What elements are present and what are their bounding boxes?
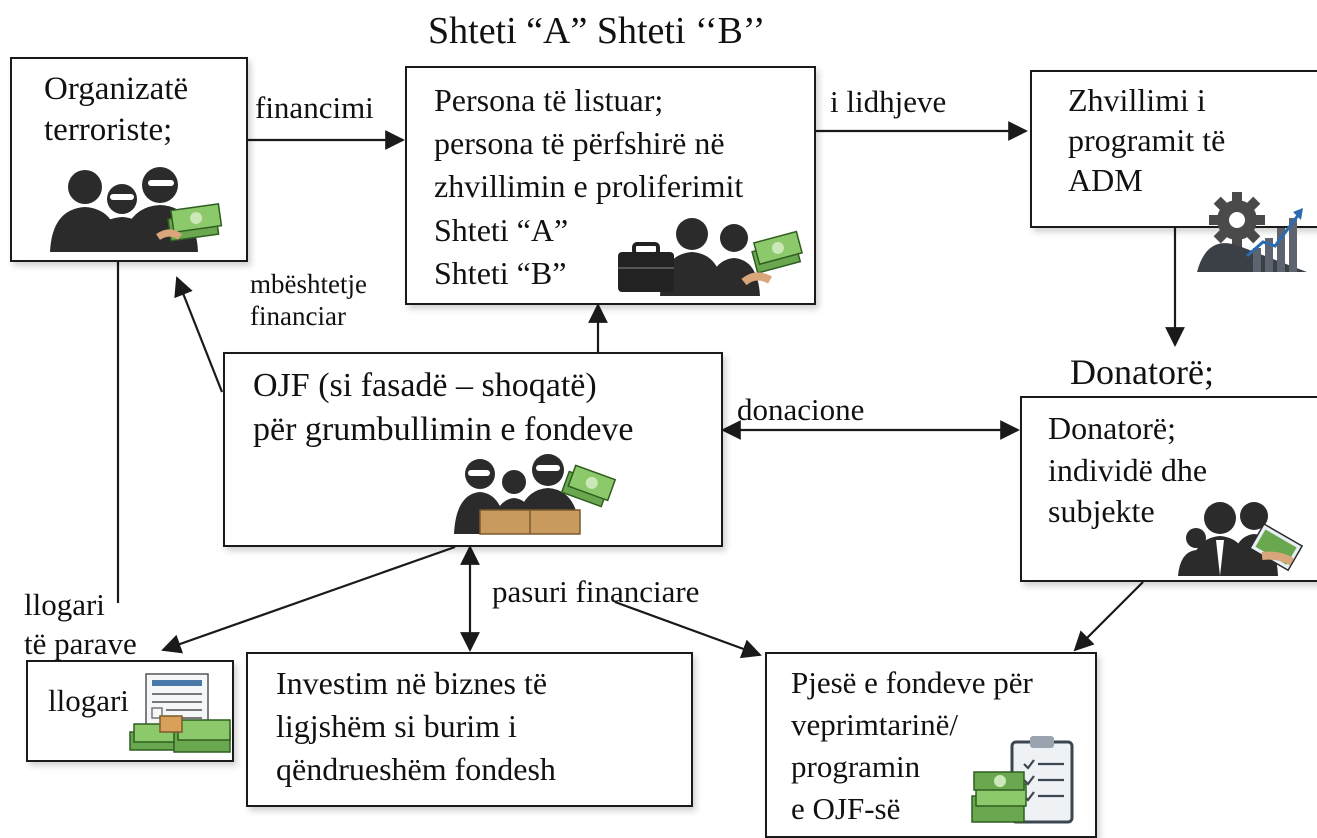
investment-box: Investim në biznes të ligjshëm si burim …: [246, 652, 693, 807]
states-header: Shteti “A” Shteti ‘‘B’’: [428, 10, 766, 52]
edge-label-financial-support: mbështetje financiar: [250, 269, 367, 332]
arrow-financial-support: [174, 276, 224, 393]
listed-persons-line2: persona të përfshirë në: [434, 125, 725, 161]
listed-persons-line5: Shteti “B”: [434, 255, 567, 291]
edge-label-money-accounts: llogari të parave: [24, 587, 137, 661]
investment-label: Investim në biznes të ligjshëm si burim …: [276, 665, 556, 788]
donor-people-money-icon: [1178, 502, 1304, 576]
accounts-label: llogari: [48, 683, 129, 718]
listed-persons-box: Persona të listuar; persona të përfshirë…: [405, 66, 816, 305]
terrorists-with-money-icon: [50, 167, 223, 252]
listed-persons-line3: zhvillimin e proliferimit: [434, 168, 744, 204]
wmd-program-box: Zhvillimi i programit të ADM: [1030, 70, 1317, 272]
arrow-npo-to-funds: [614, 600, 762, 659]
accounts-box: llogari: [26, 660, 234, 762]
edge-label-donations: donacione: [737, 392, 865, 427]
terrorist-organization-box: Organizatë terroriste;: [10, 57, 248, 262]
masked-people-money-box-icon: [454, 454, 617, 535]
listed-persons-line4: Shteti “A”: [434, 212, 569, 248]
donors-heading: Donatorë;: [1070, 352, 1214, 392]
listed-persons-line1: Persona të listuar;: [434, 82, 664, 118]
edge-label-financial-assets: pasuri financiare: [492, 574, 700, 609]
npo-facade-box: OJF (si fasadë – shoqatë) për grumbullim…: [223, 352, 723, 547]
npo-facade-label: OJF (si fasadë – shoqatë) për grumbullim…: [253, 367, 634, 449]
briefcase-people-money-icon: [618, 218, 803, 296]
funds-share-label: Pjesë e fondeve për veprimtarinë/ progra…: [791, 665, 1033, 826]
arrow-donors-to-funds: [1073, 581, 1144, 652]
edge-label-links: i lidhjeve: [830, 84, 947, 119]
gear-growth-chart-icon: [1197, 192, 1307, 272]
wmd-program-label: Zhvillimi i programit të ADM: [1068, 82, 1226, 198]
edge-label-financing: financimi: [255, 90, 374, 125]
bank-statement-money-icon: [129, 673, 231, 753]
clipboard-money-icon: [971, 736, 1074, 824]
arrow-money-accounts: [161, 545, 456, 654]
terrorist-organization-label: Organizatë terroriste;: [44, 71, 189, 149]
donors-box: Donatorë; individë dhe subjekte: [1020, 396, 1317, 582]
donors-label: Donatorë; individë dhe subjekte: [1048, 410, 1208, 530]
funds-share-box: Pjesë e fondeve për veprimtarinë/ progra…: [765, 652, 1097, 838]
